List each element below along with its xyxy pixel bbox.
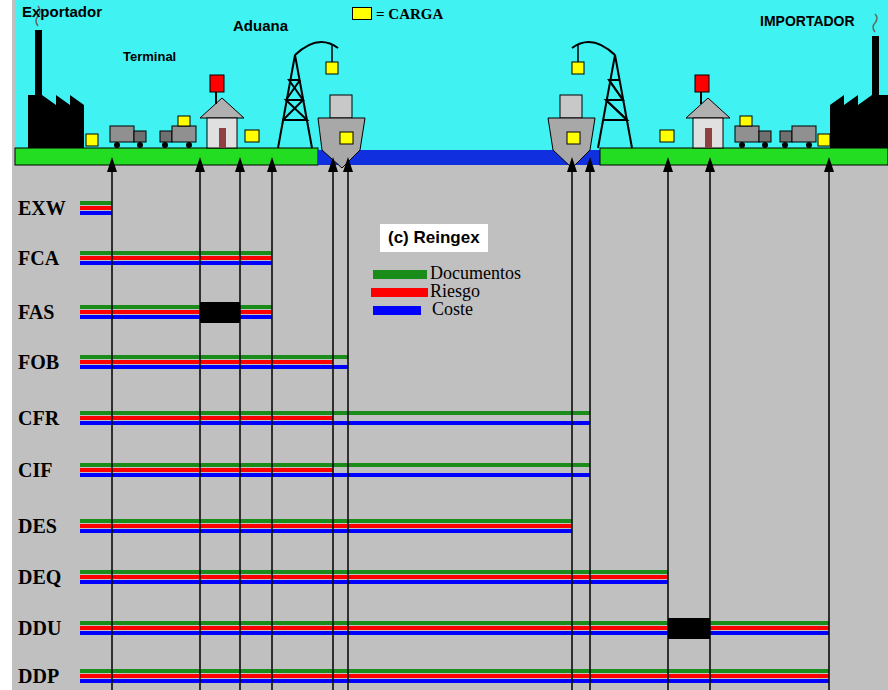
incoterm-code: FOB [18,350,59,374]
truck [780,126,816,148]
legend-text: Coste [432,299,473,321]
incoterm-code: DES [18,514,57,538]
bar-stripe [80,206,112,210]
truck [160,126,196,148]
bar-stripe [80,416,333,420]
bar-stripe [80,519,572,523]
watermark-text: (c) Reingex [388,227,480,249]
bar-stripe [80,674,829,678]
reference-line-group [112,168,829,690]
incoterm-code: FAS [18,300,54,324]
incoterm-code: CFR [18,406,59,430]
truck [735,126,771,148]
place-label: Aduana [233,17,288,35]
sky [15,0,888,150]
ground-panel [12,0,888,690]
incoterm-code: DDU [18,616,61,640]
bar-stripe [80,305,272,309]
bar-stripe [80,468,333,472]
watermark-box: (c) Reingex [380,224,488,252]
bar-stripe [80,524,572,528]
incoterm-code: FCA [18,246,59,270]
transfer-block [668,618,710,639]
bar-stripe [80,201,112,205]
bar-stripe [80,355,348,359]
legend-swatch [352,7,372,20]
cargo-boxes [86,62,830,146]
transfer-block [200,302,240,323]
bar-stripe [80,473,590,477]
smoke [873,14,877,32]
bar-stripe [80,211,112,215]
customs-house [200,75,244,148]
incoterm-code: CIF [18,458,52,482]
bar-stripe [80,679,829,683]
bar-stripe [80,251,272,255]
customs-house [686,75,730,148]
bar-stripe [80,621,829,625]
crane [572,42,632,148]
legend-swatch [373,306,421,315]
bar-stripe [80,365,348,369]
bar-stripe [80,315,272,319]
incoterm-code: DEQ [18,565,61,589]
bar-stripe [80,529,572,533]
ship [548,95,595,168]
place-label: Exportador [22,3,102,21]
bar-stripe [80,421,590,425]
place-label: Terminal [123,49,176,65]
factory [830,36,888,148]
bar-stripe [80,626,829,630]
bar-stripe [80,631,829,635]
bar-stripe [80,360,333,364]
bar-stripe [80,256,272,260]
factory [28,30,84,148]
legend-text: = CARGA [376,5,443,23]
incoterm-code: EXW [18,196,66,220]
bar-stripe [80,570,668,574]
bar-stripe [80,580,668,584]
legend-swatch [371,288,428,297]
bar-stripe [80,261,272,265]
bar-stripe [80,669,829,673]
bar-stripe [80,463,590,467]
bar-stripe [80,411,590,415]
truck [110,126,146,148]
place-label: IMPORTADOR [760,13,855,30]
land [600,148,888,165]
incoterm-code: DDP [18,664,59,688]
ship [318,95,365,168]
bar-stripe [80,575,668,579]
legend-swatch [373,270,427,279]
arrowheads [107,157,834,172]
bar-stripe [80,310,272,314]
